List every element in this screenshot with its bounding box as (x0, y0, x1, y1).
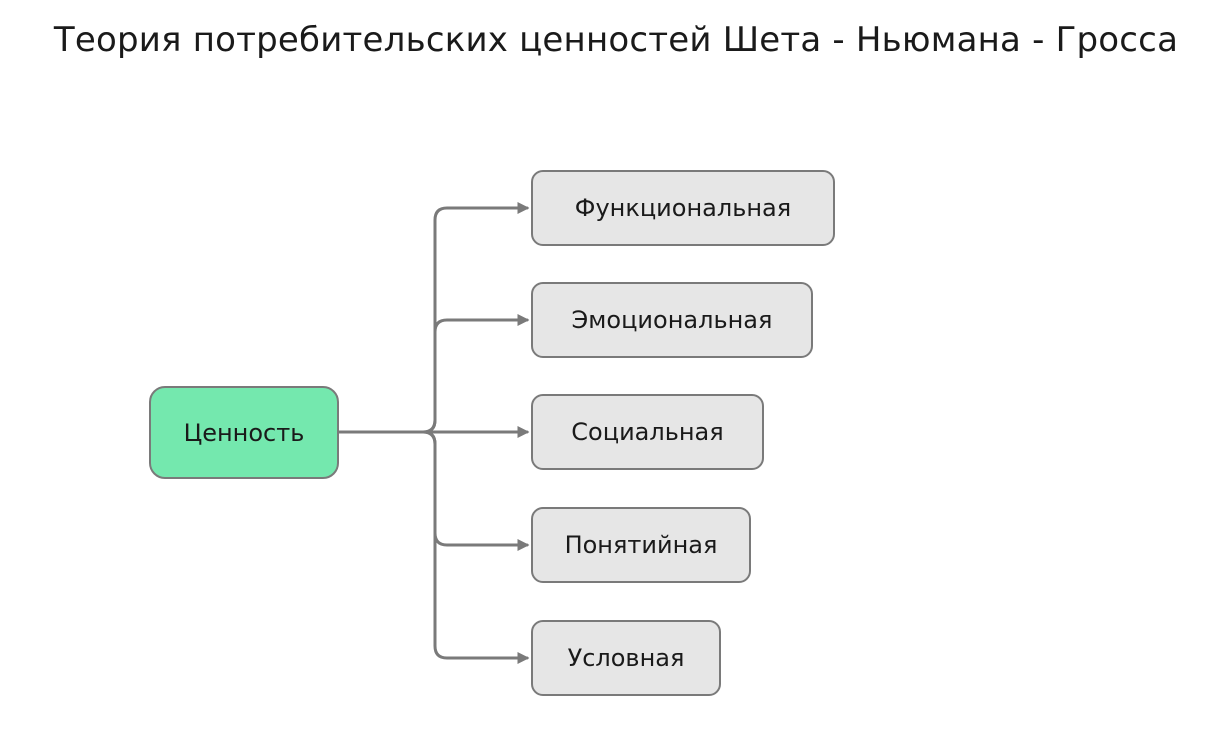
child-node-emotional: Эмоциональная (531, 282, 813, 358)
root-node-label: Ценность (183, 418, 305, 447)
connector-conditional (337, 430, 530, 664)
child-node-social: Социальная (531, 394, 764, 470)
connector-conceptual (337, 430, 530, 551)
child-node-label: Социальная (571, 418, 724, 446)
child-node-label: Эмоциональная (571, 306, 773, 334)
connector-emotional (337, 314, 530, 434)
child-node-conditional: Условная (531, 620, 721, 696)
child-node-functional: Функциональная (531, 170, 835, 246)
child-node-label: Понятийная (564, 531, 718, 559)
child-node-label: Функциональная (574, 194, 792, 222)
child-node-label: Условная (567, 644, 685, 672)
child-node-conceptual: Понятийная (531, 507, 751, 583)
root-node-value: Ценность (149, 386, 339, 479)
diagram-title: Теория потребительских ценностей Шета - … (53, 20, 1179, 60)
